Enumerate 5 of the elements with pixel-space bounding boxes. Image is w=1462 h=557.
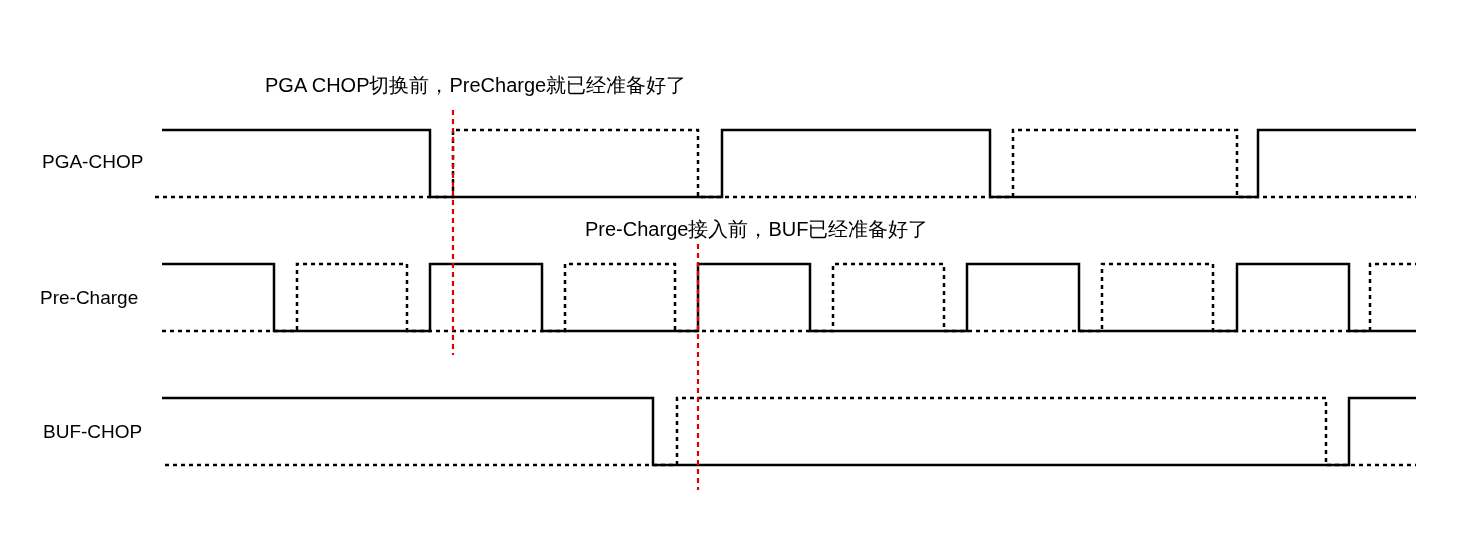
signal-name: BUF-CHOP <box>43 420 143 444</box>
signal-name: PGA-CHOP <box>42 150 144 174</box>
signal-name: Pre-Charge <box>40 286 139 310</box>
note: Pre-Charge接入前，BUF已经准备好了 <box>585 217 929 241</box>
note: PGA CHOP切换前，PreCharge就已经准备好了 <box>265 73 687 97</box>
